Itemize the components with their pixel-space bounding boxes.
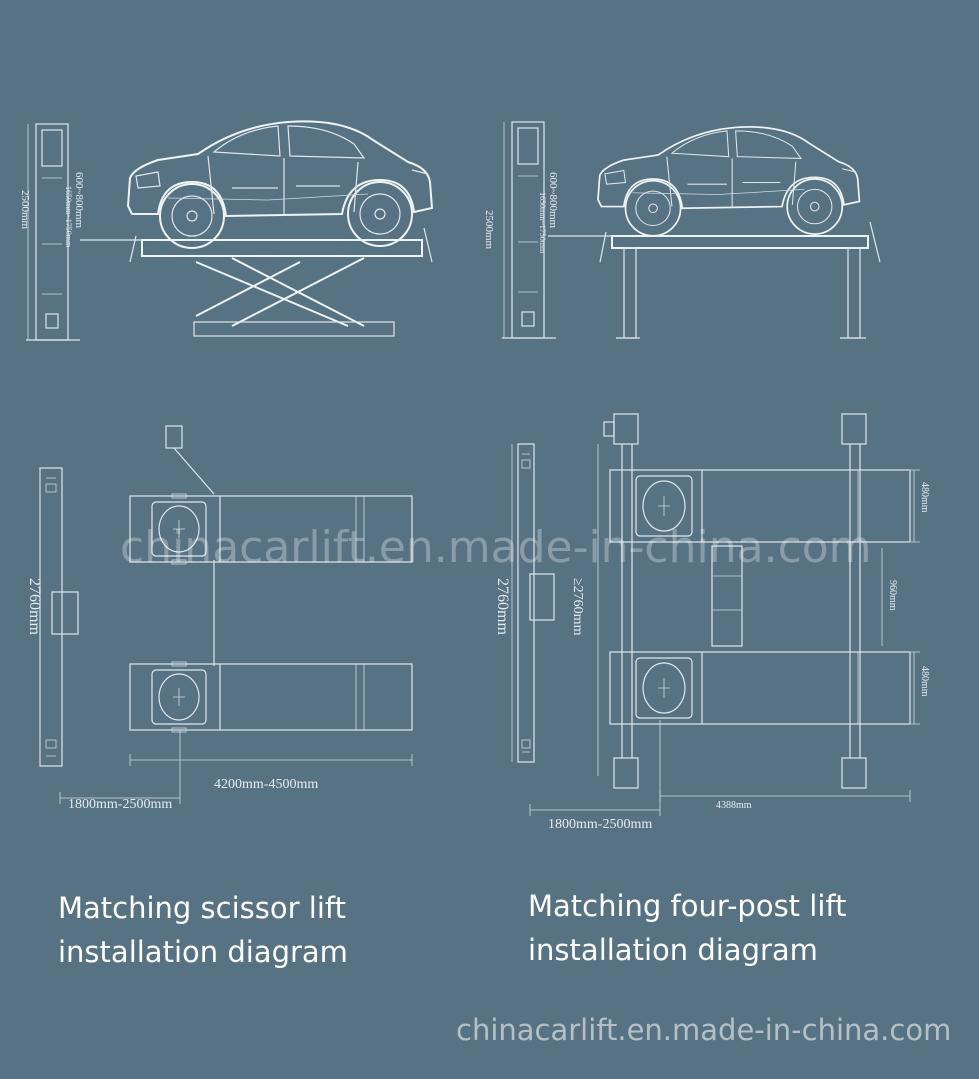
scissor-side-sub-label: 1650mm~1750mm [64,186,73,248]
fourpost-side-sub-label: 1650mm~1750mm [538,192,547,254]
scissor-side-height-label: 2500mm [19,190,31,230]
fourpost-plan-gap-label: 960mm [887,580,898,611]
caption-scissor-line1: Matching scissor lift [58,891,346,925]
scissor-lift-side-view: 2500mm 600~800mm 1650mm~1750mm [19,120,433,341]
fourpost-side-height-label: 2500mm [483,210,495,250]
caption-fourpost-line2: installation diagram [528,933,818,967]
caption-fourpost-line1: Matching four-post lift [528,889,847,923]
fourpost-side-range-label: 600~800mm [547,172,559,229]
fourpost-plan-offset-label: 1800mm-2500mm [548,817,652,832]
scissor-plan-width-label: 4200mm-4500mm [214,777,318,792]
fourpost-plan-length-label-2: ≥2760mm [570,578,585,636]
watermark-bottom: chinacarlift.en.made-in-china.com [456,1013,952,1047]
scissor-side-range-label: 600~800mm [73,172,85,229]
scissor-plan-length-label: 2760mm [26,578,43,635]
watermark-center: chinacarlift.en.made-in-china.com [120,522,872,573]
fourpost-plan-width-label: 4388mm [716,800,752,811]
caption-scissor-line2: installation diagram [58,935,348,969]
scissor-plan-offset-label: 1800mm-2500mm [68,797,172,812]
scissor-lift-plan-view: 2760mm 4200mm-4500mm 1800mm-2500mm [26,425,413,812]
fourpost-lift-side-view: 2500mm 600~800mm 1650mm~1750mm [483,121,881,339]
caption-scissor-lift: Matching scissor lift installation diagr… [58,886,348,974]
fourpost-plan-top-label: 480mm [919,482,930,513]
fourpost-plan-bottom-label: 480mm [919,666,930,697]
fourpost-lift-plan-view: 2760mm ≥2760mm 480mm 960mm 480mm 4388mm … [494,413,930,832]
fourpost-plan-length-label: 2760mm [494,578,511,635]
caption-fourpost-lift: Matching four-post lift installation dia… [528,884,846,972]
